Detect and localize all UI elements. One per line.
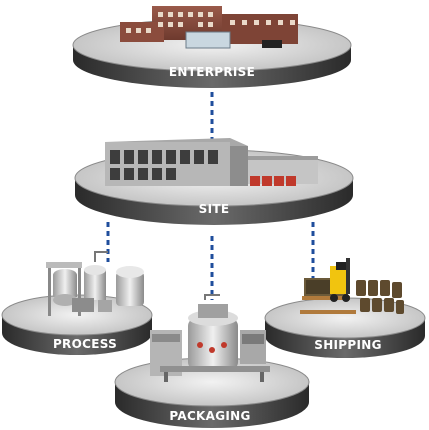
packaging-machine-icon	[150, 294, 270, 382]
connectors	[106, 92, 315, 300]
enterprise-label: ENTERPRISE	[169, 65, 255, 79]
process-tanks-icon	[46, 251, 144, 316]
shipping-node: SHIPPING	[264, 258, 426, 358]
forklift-pallets-icon	[300, 258, 404, 314]
packaging-label: PACKAGING	[169, 409, 250, 423]
site-node: SITE	[74, 138, 354, 225]
factory-warehouse-icon	[105, 138, 318, 186]
process-label: PROCESS	[53, 337, 117, 351]
shipping-label: SHIPPING	[314, 338, 382, 352]
enterprise-node: ENTERPRISE	[72, 6, 352, 88]
office-building-icon	[120, 6, 298, 49]
process-node: PROCESS	[1, 251, 153, 355]
site-label: SITE	[199, 202, 230, 216]
packaging-node: PACKAGING	[114, 294, 310, 428]
